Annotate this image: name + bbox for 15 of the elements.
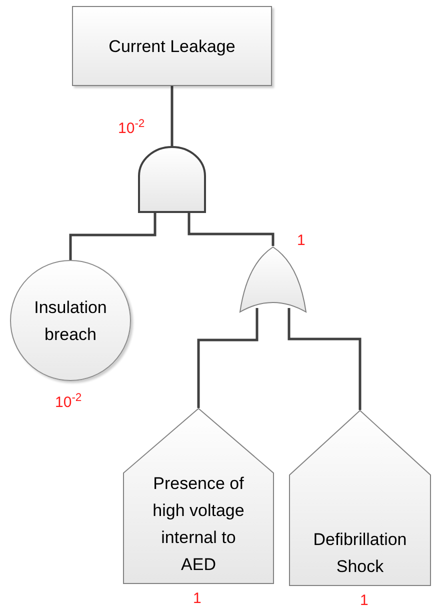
probability-label: 1 [360,592,368,610]
event-label: Presence of high voltage internal to AED [152,473,246,576]
event-label: Insulation breach [33,296,108,346]
connector-line [197,308,258,408]
event-box [72,6,272,86]
connector-line [288,308,362,410]
event-label: Defibrillation Shock [312,529,408,578]
probability-label: 10$^{-2}$ [55,394,82,412]
probability-label: 10$^{-2}$ [118,120,145,138]
connector-line [170,86,174,146]
probability-label: 1 [297,232,306,250]
probability-label: 1 [193,590,202,608]
connector-line [69,213,156,260]
connector-line [188,213,274,246]
event-label: Current Leakage [108,36,236,58]
